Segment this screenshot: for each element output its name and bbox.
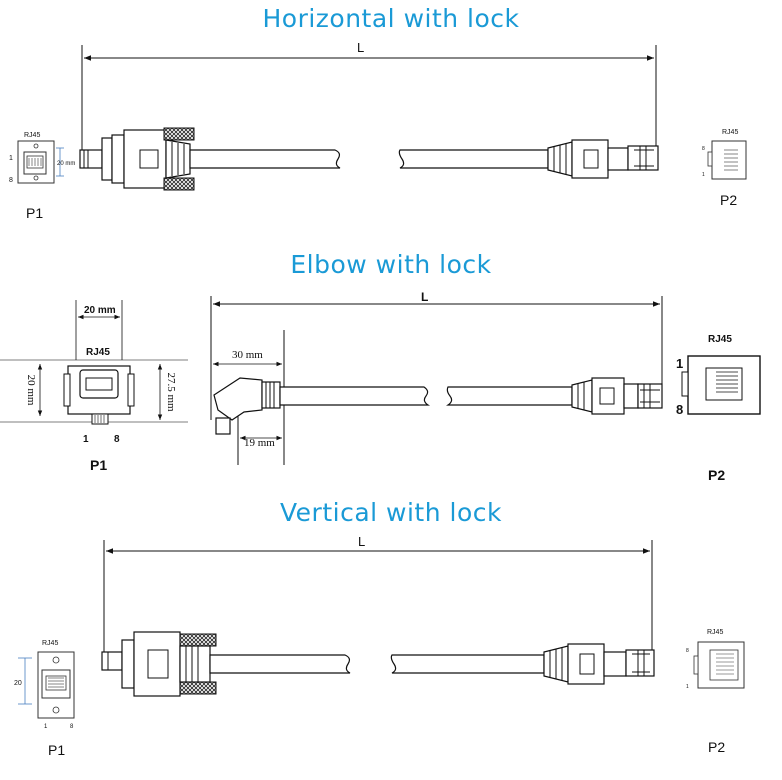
vertical-section: L RJ45 20 1 8 P1 [14,534,745,758]
p1-pin-first: 1 [44,724,48,730]
cable-segment-left [189,149,341,169]
p2-label: P2 [708,739,725,755]
p1-connector-side-view [79,127,195,191]
p2-connector-label: RJ45 [708,334,732,345]
p1-height-total-dim: 27.5 mm [165,372,177,412]
cable-segment-left [279,386,430,406]
cable-segment-right [446,386,573,406]
p1-label: P1 [90,457,107,473]
p2-front-view: RJ45 8 1 P2 [686,629,745,755]
p2-connector-side-view [543,643,655,685]
p1-connector-label: RJ45 [86,347,110,358]
length-label: L [421,290,428,304]
p1-pin-first: 1 [83,434,89,445]
p2-connector-side-view [571,377,663,415]
p2-label: P2 [708,467,725,483]
p1-label: P1 [26,205,43,221]
p1-connector-label: RJ45 [24,132,40,139]
p1-pin-last: 8 [9,177,13,184]
cable-segment-left [209,654,351,674]
p1-pin-first: 1 [9,155,13,162]
p1-width-dim: 20 mm [84,305,116,316]
p1-label: P1 [48,742,65,758]
p2-connector-label: RJ45 [707,629,723,636]
p1-connector-side-view [101,631,217,697]
p1-pin-last: 8 [114,434,120,445]
section-title-elbow: Elbow with lock [290,250,492,279]
p1-pin-last: 8 [70,724,74,730]
horizontal-section: L RJ45 20 mm 1 8 P1 [9,40,747,221]
p1-height-dim: 20 mm [57,161,75,167]
cable-segment-right [398,149,549,169]
elbow-dim-a: 30 mm [232,349,263,361]
length-label: L [358,534,365,549]
p1-front-view: 20 mm RJ45 20 mm 27.5 mm 1 8 P1 [0,300,188,473]
p2-label: P2 [720,192,737,208]
p1-height-dim: 20 mm [25,375,37,406]
p1-front-view: RJ45 20 1 8 P1 [14,640,75,758]
p2-pin-last: 8 [676,402,683,417]
elbow-section: L 20 mm RJ45 20 mm 27.5 mm 1 8 [0,290,761,483]
p2-pin-first: 8 [702,146,705,152]
section-title-horizontal: Horizontal with lock [262,4,520,33]
p2-connector-label: RJ45 [722,129,738,136]
section-title-vertical: Vertical with lock [280,498,502,527]
p2-front-view: RJ45 8 1 P2 [702,129,747,208]
p2-pin-last: 1 [686,684,689,690]
p1-height-dim: 20 [14,680,22,687]
p2-pin-first: 1 [676,356,683,371]
elbow-dim-b: 19 mm [244,437,275,449]
p2-front-view: RJ45 1 8 P2 [676,334,761,483]
p2-pin-first: 8 [686,648,689,654]
elbow-connector: 30 mm 19 mm [213,330,285,465]
p1-front-view: RJ45 20 mm 1 8 P1 [9,132,75,221]
p2-pin-last: 1 [702,172,705,178]
cable-segment-right [390,654,545,674]
length-label: L [357,40,364,55]
p2-connector-side-view [547,139,659,179]
p1-connector-label: RJ45 [42,640,58,647]
